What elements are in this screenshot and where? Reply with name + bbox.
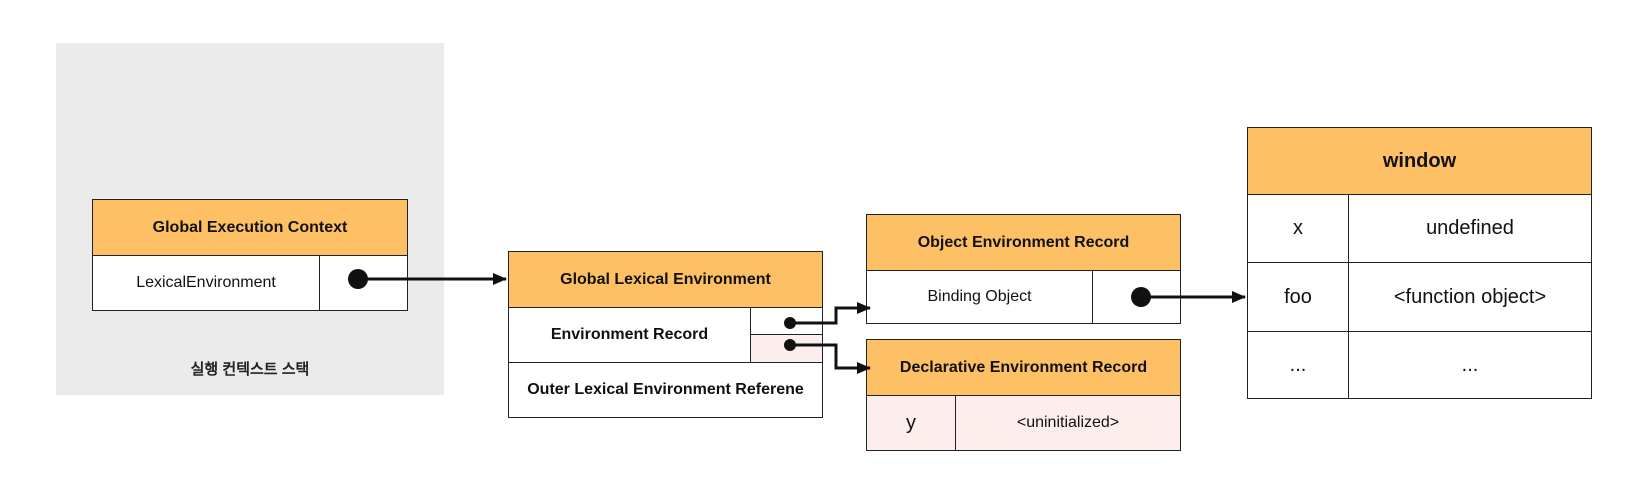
outer-lexical-environment-reference: Outer Lexical Environment Referene	[508, 362, 823, 418]
object-environment-record-header: Object Environment Record	[866, 214, 1181, 271]
global-lexical-environment-header: Global Lexical Environment	[508, 251, 823, 308]
pointer-line	[790, 302, 871, 325]
window-row-value: <function object>	[1348, 262, 1592, 332]
execution-context-stack-label: 실행 컨텍스트 스택	[190, 361, 310, 378]
pointer-line	[790, 343, 871, 374]
window-row-name: ...	[1247, 331, 1349, 399]
window-row-value: ...	[1348, 331, 1592, 399]
environment-record-field: Environment Record	[508, 307, 751, 363]
declarative-record-arrow	[784, 339, 871, 374]
binding-object-field: Binding Object	[866, 270, 1093, 324]
declarative-row-value: <uninitialized>	[955, 395, 1181, 451]
lexical-environment-field: LexicalEnvironment	[92, 255, 320, 311]
window-header: window	[1247, 127, 1592, 195]
lexical-environment-arrow	[348, 269, 507, 289]
global-execution-context-header: Global Execution Context	[92, 199, 408, 256]
window-row-value: undefined	[1348, 194, 1592, 263]
object-record-arrow	[784, 302, 871, 329]
binding-object-arrow	[1131, 287, 1246, 307]
window-row-name: foo	[1247, 262, 1349, 332]
declarative-row-name: y	[866, 395, 956, 451]
declarative-environment-record-header: Declarative Environment Record	[866, 339, 1181, 396]
